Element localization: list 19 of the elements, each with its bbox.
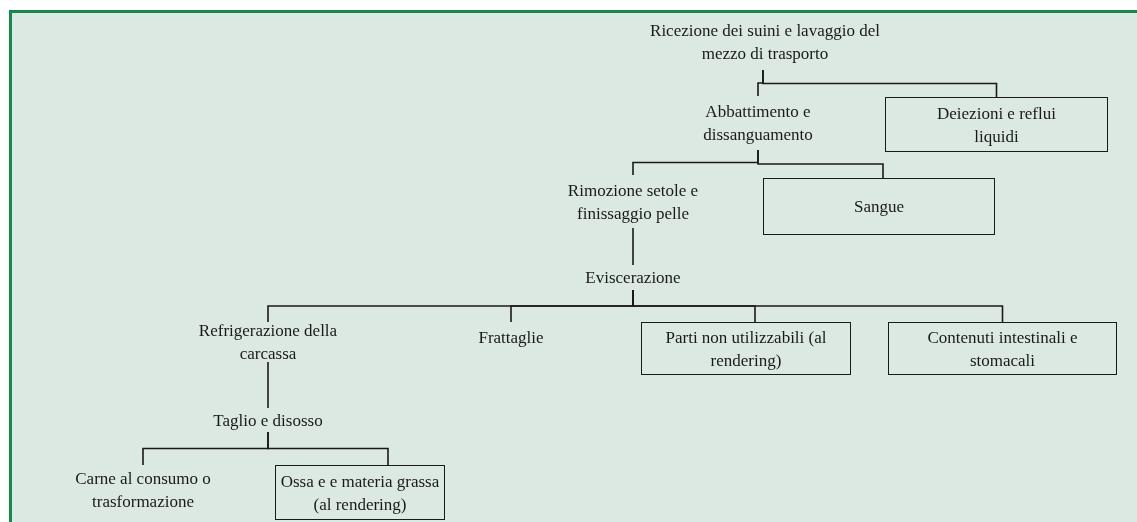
connector-line xyxy=(632,289,1004,323)
connector-line xyxy=(267,361,269,409)
step-label: Rimozione setole e finissaggio pelle xyxy=(566,179,700,225)
step-label: Abbattimento e dissanguamento xyxy=(702,101,814,146)
step-label: Refrigerazione della carcassa xyxy=(198,320,338,365)
connector-line xyxy=(267,431,389,466)
output-box: Deiezioni e reflui liquidi xyxy=(885,97,1108,152)
step-label: Ricezione dei suini e lavaggio del mezzo di trasporto xyxy=(649,20,881,65)
step-label: Eviscerazione xyxy=(585,267,681,289)
connector-line xyxy=(632,227,634,266)
step-label: Frattaglie xyxy=(478,326,544,349)
output-box: Ossa e e materia grassa (al rendering) xyxy=(275,465,445,520)
step-label: Taglio e disosso xyxy=(213,409,323,432)
output-box: Contenuti intestinali e stomacali xyxy=(888,322,1117,375)
output-box: Parti non utilizzabili (al rendering) xyxy=(641,322,851,375)
connector-line xyxy=(757,149,884,179)
step-label: Carne al consumo o trasformazione xyxy=(74,468,212,513)
connector-line xyxy=(762,69,998,98)
output-box: Sangue xyxy=(763,178,995,235)
